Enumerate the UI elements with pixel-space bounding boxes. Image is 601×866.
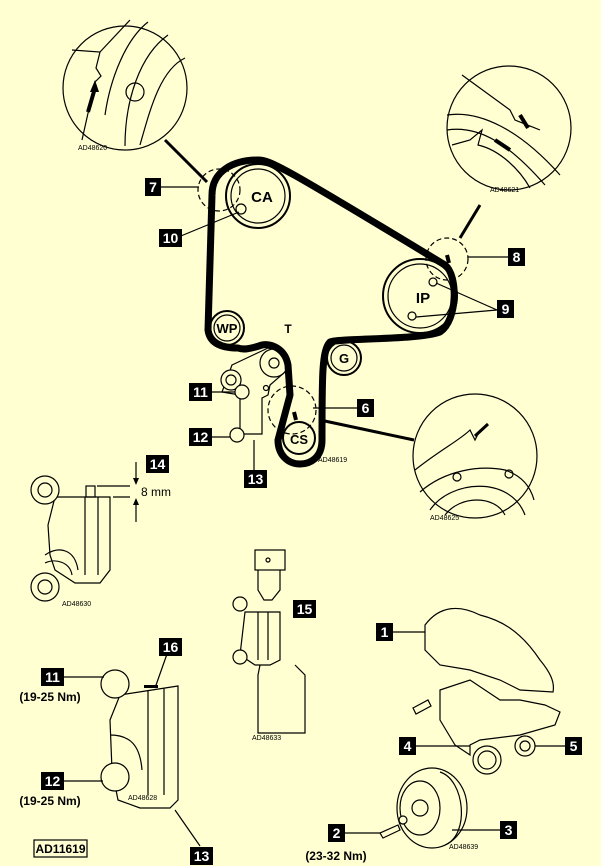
pulley-label: CA [251, 189, 273, 206]
callout-14: 14 [146, 455, 169, 473]
tensioner-gap-figure: 8 mm AD48630 [30, 462, 171, 608]
svg-text:7: 7 [149, 179, 157, 195]
timing-mark [445, 254, 451, 264]
guide-pulley: G [326, 340, 362, 376]
ref-label: AD48621 [490, 187, 519, 194]
svg-text:6: 6 [362, 400, 370, 416]
callout-16: 16 [159, 638, 182, 656]
callout-7: 7 [145, 178, 161, 196]
svg-text:5: 5 [570, 738, 578, 754]
ref-label: AD48625 [430, 515, 459, 522]
camshaft-pulley: CA [225, 163, 291, 229]
svg-text:10: 10 [163, 230, 179, 246]
svg-text:8: 8 [513, 249, 521, 265]
callout-10: 10 [159, 229, 182, 247]
callout-5: 5 [565, 737, 582, 755]
timing-mark-zone-6 [267, 385, 317, 435]
pulley-label: WP [217, 321, 238, 336]
callout-12: 12 [189, 428, 212, 446]
tensioner-label: T [284, 322, 292, 336]
ref-label: AD48633 [252, 735, 281, 742]
pulley-label: IP [416, 290, 430, 307]
callout-15: 15 [293, 600, 316, 618]
svg-text:15: 15 [297, 601, 313, 617]
svg-text:11: 11 [45, 669, 60, 685]
ref-label: AD48628 [128, 795, 157, 802]
callout-2: 2 [328, 824, 345, 842]
svg-text:1: 1 [381, 624, 389, 640]
callout-13-lower: 13 [190, 847, 213, 865]
svg-text:11: 11 [193, 384, 208, 400]
svg-text:13: 13 [248, 471, 264, 487]
ref-label: AD48630 [62, 601, 91, 608]
callout-3: 3 [500, 821, 517, 839]
svg-text:12: 12 [193, 429, 209, 445]
ref-label: AD48619 [318, 457, 347, 464]
figure-id: AD11619 [33, 839, 88, 858]
svg-text:12: 12 [45, 773, 61, 789]
tensioner-fitted-figure: AD48628 [100, 669, 179, 809]
torque-bolt-12: (19-25 Nm) [19, 794, 80, 808]
svg-text:9: 9 [502, 301, 510, 317]
timing-mark-zone-8 [425, 237, 469, 281]
crankshaft-mark-detail: AD48625 [319, 393, 538, 522]
timing-mark [292, 411, 298, 421]
svg-text:16: 16 [163, 639, 179, 655]
callout-13: 13 [244, 470, 267, 488]
svg-text:2: 2 [333, 825, 341, 841]
callout-6: 6 [357, 399, 374, 417]
svg-text:AD11619: AD11619 [35, 842, 85, 856]
timing-mark-zone-7 [197, 168, 241, 212]
callout-11: 11 [189, 383, 212, 401]
callout-4: 4 [399, 737, 416, 755]
svg-text:14: 14 [150, 456, 166, 472]
torque-bolt-11: (19-25 Nm) [19, 690, 80, 704]
callout-12-lower: 12 [41, 772, 64, 790]
leader-lines [64, 186, 565, 847]
timing-belt [204, 156, 458, 468]
callout-11-lower: 11 [41, 668, 64, 686]
ref-label: AD48620 [78, 145, 107, 152]
tensioner-press-figure: AD48633 [232, 549, 306, 742]
ref-label: AD48639 [449, 844, 478, 851]
torque-bolt-2: (23-32 Nm) [305, 849, 366, 863]
svg-text:13: 13 [194, 848, 210, 864]
gap-dimension: 8 mm [141, 485, 171, 499]
svg-text:3: 3 [505, 822, 513, 838]
pump-mark-detail: AD48621 [446, 65, 572, 239]
crankshaft-pulley: CS [282, 421, 316, 455]
pulley-label: CS [290, 432, 308, 447]
pulley-label: G [339, 351, 349, 366]
camshaft-mark-detail: AD48620 [62, 19, 209, 184]
callout-8: 8 [508, 248, 525, 266]
callout-9: 9 [497, 300, 514, 318]
svg-text:4: 4 [404, 738, 412, 754]
timing-covers-figure: AD48639 [379, 607, 561, 851]
callout-1: 1 [376, 623, 393, 641]
